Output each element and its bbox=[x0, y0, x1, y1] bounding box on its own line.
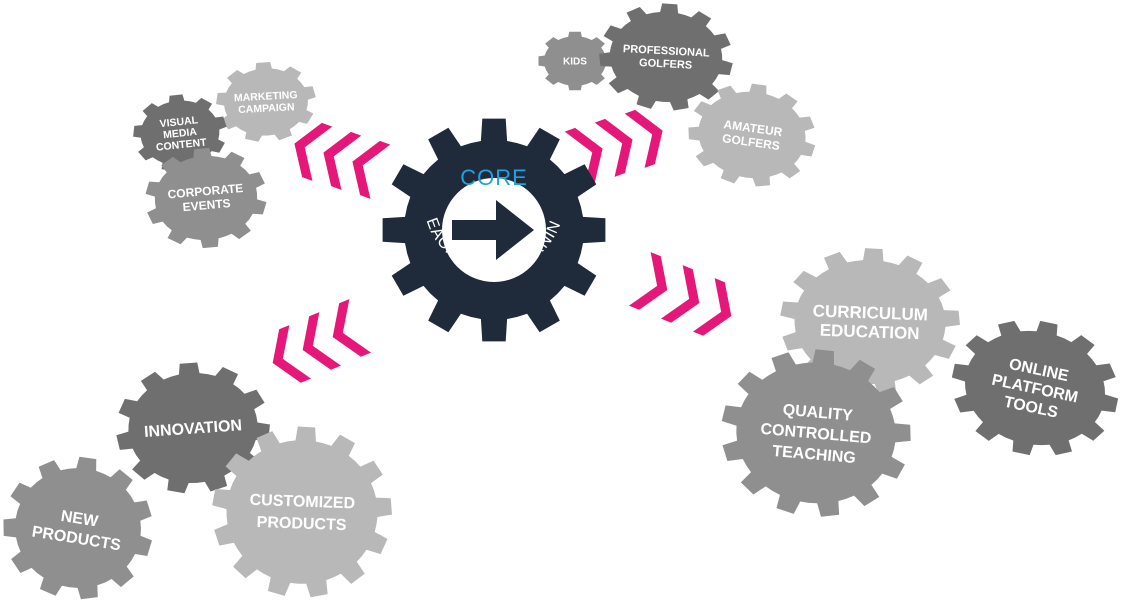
gear-label-line: CORPORATE bbox=[167, 181, 244, 202]
gear-marketing-campaign: MARKETINGCAMPAIGN bbox=[216, 62, 316, 142]
chevron-arrow-icon bbox=[323, 131, 362, 190]
chevron-arrow-icon bbox=[302, 312, 342, 370]
gear-shape bbox=[599, 3, 733, 111]
gear-label-line: VISUAL bbox=[159, 114, 199, 130]
gear-quality-controlled-teaching: QUALITYCONTROLLEDTEACHING bbox=[721, 349, 911, 517]
gear-label: MARKETINGCAMPAIGN bbox=[234, 89, 299, 116]
chevron-group-lower-left bbox=[272, 299, 372, 383]
gear-amateur-golfers: AMATEURGOLFERS bbox=[688, 83, 816, 187]
gear-label-line: CURRICULUM bbox=[812, 301, 928, 324]
chevron-arrow-icon bbox=[628, 252, 668, 310]
gear-label-line: GOLFERS bbox=[639, 57, 693, 72]
gear-label: CURRICULUMEDUCATION bbox=[812, 301, 928, 343]
gear-label-line: MARKETING bbox=[234, 89, 298, 104]
chevron-arrow-icon bbox=[692, 278, 732, 336]
gear-shape bbox=[951, 320, 1119, 456]
gear-customized-products: CUSTOMIZEDPRODUCTS bbox=[212, 426, 392, 598]
chevron-group-upper-right bbox=[564, 109, 663, 186]
gear-new-products: NEWPRODUCTS bbox=[3, 456, 152, 600]
gear-label-line: PROFESSIONAL bbox=[623, 43, 711, 60]
core-title: CORE bbox=[460, 165, 528, 190]
gear-shape bbox=[688, 83, 816, 187]
gear-label-line: CAMPAIGN bbox=[238, 101, 295, 116]
gear-label: PROFESSIONALGOLFERS bbox=[622, 43, 710, 73]
gear-professional-golfers: PROFESSIONALGOLFERS bbox=[599, 3, 733, 111]
gear-label: ONLINEPLATFORMTOOLS bbox=[986, 353, 1083, 425]
gear-label-line: EDUCATION bbox=[819, 321, 919, 343]
gear-label-line: QUALITY bbox=[782, 402, 854, 425]
chevron-arrow-icon bbox=[294, 122, 333, 181]
gear-label: INNOVATION bbox=[144, 417, 243, 441]
gear-label-line: PRODUCTS bbox=[256, 514, 347, 534]
gear-label-line: INNOVATION bbox=[144, 417, 243, 441]
gear-label-line: NEW bbox=[60, 508, 100, 531]
gear-label-line: MEDIA bbox=[163, 126, 198, 142]
chevron-layer bbox=[272, 109, 732, 383]
gear-label-line: KIDS bbox=[563, 57, 587, 68]
gear-shape bbox=[538, 31, 612, 91]
chevron-arrow-icon bbox=[272, 325, 312, 383]
chevron-arrow-icon bbox=[564, 127, 603, 186]
gear-shape bbox=[216, 62, 316, 142]
chevron-group-upper-left bbox=[294, 122, 391, 199]
chevron-arrow-icon bbox=[332, 299, 372, 357]
chevron-arrow-icon bbox=[352, 140, 391, 199]
chevron-arrow-icon bbox=[660, 265, 700, 323]
chevron-group-lower-right bbox=[628, 252, 732, 336]
gear-label: KIDS bbox=[563, 57, 587, 68]
arrow-right-icon bbox=[452, 200, 534, 260]
gear-label-line: CUSTOMIZED bbox=[249, 492, 355, 513]
gear-shape bbox=[721, 349, 911, 517]
gear-label: CORPORATEEVENTS bbox=[167, 181, 245, 215]
chevron-arrow-icon bbox=[594, 118, 633, 177]
gear-corporate-events: CORPORATEEVENTS bbox=[145, 147, 267, 249]
gear-online-platform-tools: ONLINEPLATFORMTOOLS bbox=[951, 320, 1119, 456]
gear-label: CUSTOMIZEDPRODUCTS bbox=[249, 492, 356, 535]
gear-shape bbox=[145, 147, 267, 249]
chevron-arrow-icon bbox=[624, 109, 663, 168]
gear-label-line: EVENTS bbox=[182, 196, 231, 214]
gear-shape bbox=[3, 456, 152, 600]
gear-kids: KIDS bbox=[538, 31, 612, 91]
gear-shape bbox=[212, 426, 392, 598]
